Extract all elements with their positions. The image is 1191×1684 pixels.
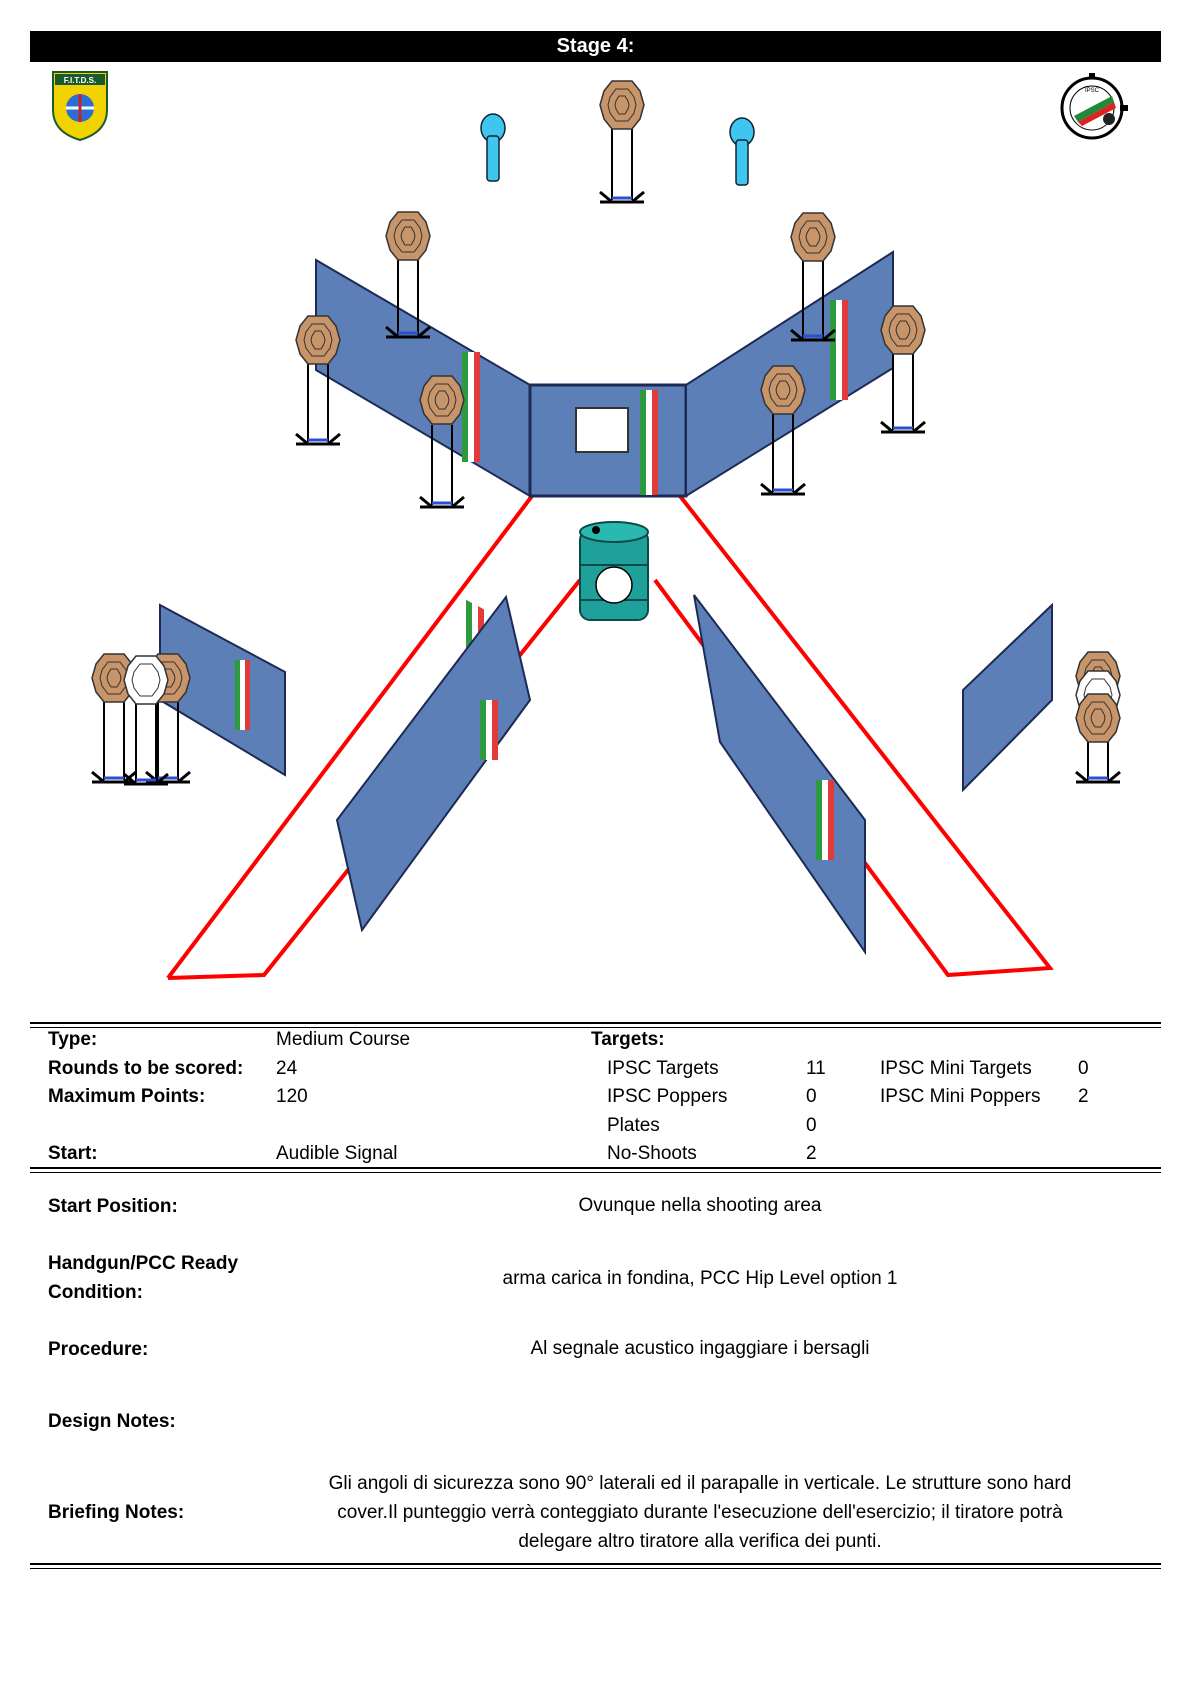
procedure-label: Procedure: (48, 1339, 149, 1360)
wall-mid-right (693, 594, 866, 956)
ready-condition-label-2: Condition: (48, 1282, 143, 1303)
stage-title: Stage 4: (30, 31, 1161, 62)
ready-condition-value: arma carica in fondina, PCC Hip Level op… (502, 1268, 898, 1289)
mini-poppers-value: 2 (1078, 1086, 1089, 1107)
no-shoots-label: No-Shoots (607, 1143, 697, 1164)
fitds-logo: F.I.T.D.S. (50, 70, 110, 147)
mini-targets-label: IPSC Mini Targets (880, 1058, 1032, 1079)
ipsc-targets-label: IPSC Targets (607, 1058, 719, 1079)
start-position-value: Ovunque nella shooting area (578, 1195, 822, 1216)
port-window (575, 407, 629, 453)
start-value: Audible Signal (276, 1143, 398, 1164)
type-value: Medium Course (276, 1029, 411, 1050)
points-value: 120 (276, 1086, 308, 1107)
wall-back-left (315, 258, 531, 498)
wall-mid-left (335, 594, 532, 933)
ipsc-logo-text: IPSC (1085, 88, 1100, 94)
plates-value: 0 (806, 1115, 817, 1136)
mini-popper-right (729, 117, 755, 186)
rounds-value: 24 (276, 1058, 298, 1079)
plates-label: Plates (607, 1115, 660, 1136)
fitds-logo-text: F.I.T.D.S. (64, 76, 96, 85)
start-label: Start: (48, 1143, 98, 1164)
ready-condition-label-1: Handgun/PCC Ready (48, 1253, 239, 1274)
fault-line-left-outer (166, 494, 534, 980)
briefing-notes-label: Briefing Notes: (48, 1502, 185, 1523)
design-notes-label: Design Notes: (48, 1411, 176, 1432)
no-shoots-value: 2 (806, 1143, 817, 1164)
briefing-line-2: cover.Il punteggio verrà conteggiato dur… (337, 1502, 1063, 1523)
mini-targets-value: 0 (1078, 1058, 1089, 1079)
ipsc-poppers-label: IPSC Poppers (607, 1086, 728, 1107)
rounds-label: Rounds to be scored: (48, 1058, 244, 1079)
type-label: Type: (48, 1029, 98, 1050)
start-barrel (579, 521, 649, 621)
targets-label: Targets: (591, 1029, 665, 1050)
ipsc-club-logo: IPSC (1054, 72, 1134, 149)
start-position-label: Start Position: (48, 1196, 178, 1217)
briefing-line-1: Gli angoli di sicurezza sono 90° lateral… (328, 1473, 1072, 1494)
ipsc-targets-value: 11 (806, 1058, 826, 1079)
procedure-value: Al segnale acustico ingaggiare i bersagl… (530, 1338, 870, 1359)
briefing-line-3: delegare altro tiratore alla verifica de… (518, 1531, 882, 1552)
wall-side-right (962, 602, 1053, 793)
stage-diagram (90, 80, 1122, 980)
mini-popper-left (480, 113, 506, 182)
points-label: Maximum Points: (48, 1086, 206, 1107)
ipsc-poppers-value: 0 (806, 1086, 817, 1107)
mini-poppers-label: IPSC Mini Poppers (880, 1086, 1041, 1107)
